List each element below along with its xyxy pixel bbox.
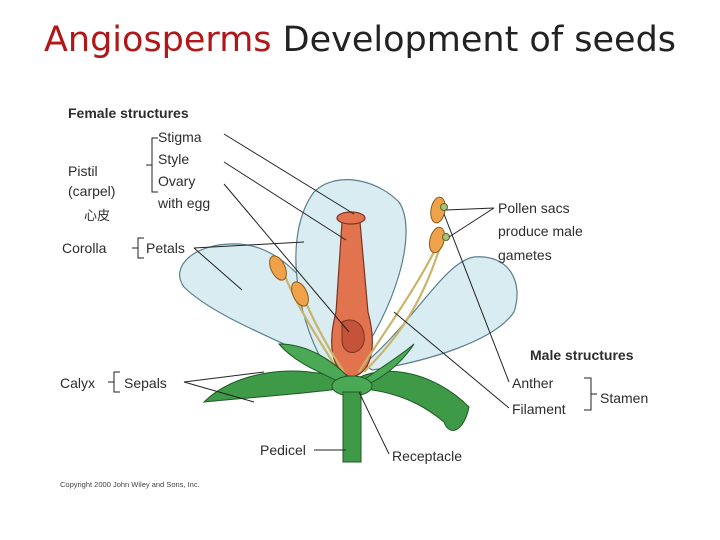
pollen-sacs-label: Pollen sacs xyxy=(498,200,570,216)
pistil-label: Pistil xyxy=(68,163,98,179)
male-structures-heading: Male structures xyxy=(530,347,634,363)
pedicel-label: Pedicel xyxy=(260,442,306,458)
sepals-shape xyxy=(202,343,470,463)
with-egg-label: with egg xyxy=(157,195,210,211)
pistil-shape xyxy=(331,211,373,378)
anther-label: Anther xyxy=(512,375,554,391)
leader-lines xyxy=(108,133,597,455)
corolla-label: Corolla xyxy=(62,240,107,256)
calyx-label: Calyx xyxy=(60,375,95,391)
flower-figure: Female structures Stigma Style Ovary wit… xyxy=(54,72,674,502)
female-structures-heading: Female structures xyxy=(68,105,189,121)
copyright-notice: Copyright 2000 John Wiley and Sons, Inc. xyxy=(60,480,200,489)
stamen-label: Stamen xyxy=(600,390,648,406)
stigma-label: Stigma xyxy=(158,129,202,145)
flower-diagram: Female structures Stigma Style Ovary wit… xyxy=(60,105,648,464)
carpel-label: (carpel) xyxy=(68,183,115,199)
receptacle-label: Receptacle xyxy=(392,448,462,464)
ovary-label: Ovary xyxy=(158,173,195,189)
filament-label: Filament xyxy=(512,401,566,417)
stamens-shape xyxy=(269,196,450,373)
slide-title: Angiosperms Development of seeds xyxy=(0,18,720,62)
produce-male-label: produce male xyxy=(498,223,583,239)
title-rest: Development of seeds xyxy=(271,20,677,60)
sepals-label: Sepals xyxy=(124,375,167,391)
petals-label: Petals xyxy=(146,240,185,256)
style-label: Style xyxy=(158,151,189,167)
title-accent: Angiosperms xyxy=(43,20,272,60)
carpel-chinese-label: 心皮 xyxy=(84,208,110,223)
gametes-label: gametes xyxy=(498,247,552,263)
